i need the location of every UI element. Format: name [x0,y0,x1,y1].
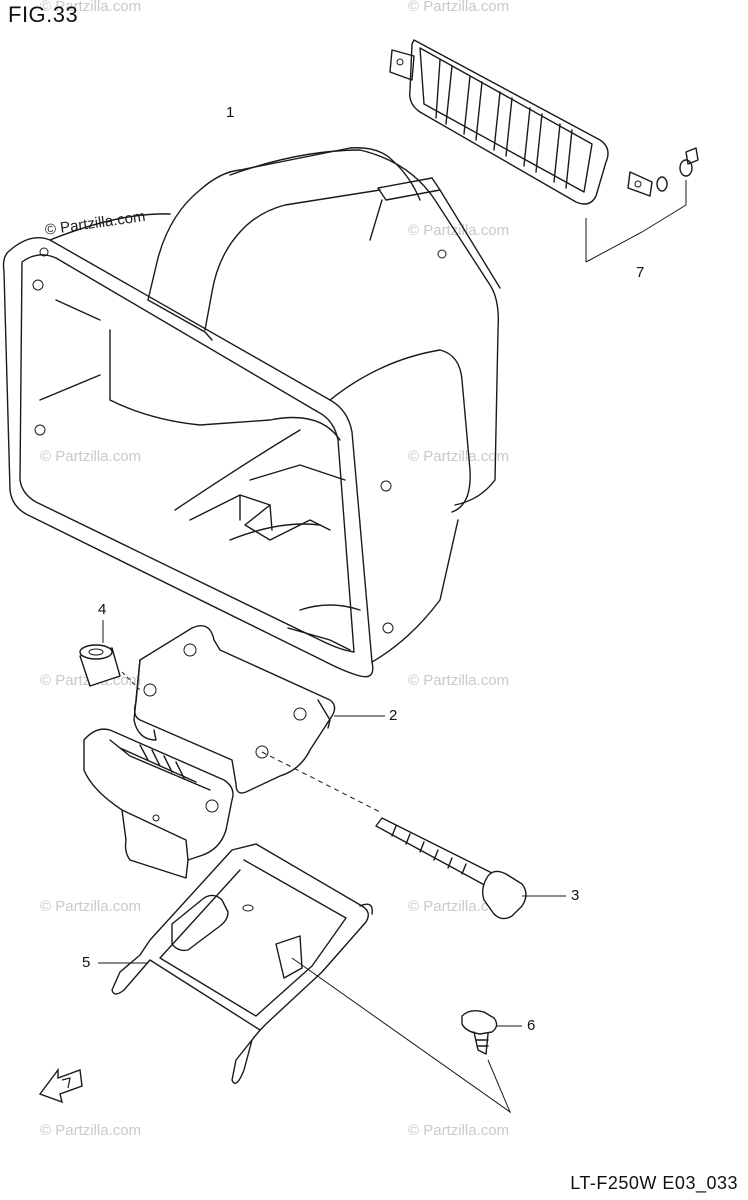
watermark: © Partzilla.com [408,222,510,239]
watermark: © Partzilla.com [408,898,510,915]
watermark: © Partzilla.com [408,1122,510,1139]
hinge-bracket-part [133,625,385,794]
watermark: © Partzilla.com [40,0,142,15]
callout-2: 2 [389,707,398,724]
callout-3: 3 [571,887,580,904]
figure-label: FIG.33 [8,2,79,27]
callout-5: 5 [82,954,91,971]
bolt-part [375,817,566,920]
callout-1: 1 [226,104,235,121]
watermark: © Partzilla.com [40,448,142,465]
front-direction-arrow-icon [38,1067,83,1104]
watermark: © Partzilla.com [40,1122,142,1139]
latch-plate-part [98,843,373,1084]
reflector-part [389,39,699,263]
watermark: © Partzilla.com [40,898,142,915]
screw-part [461,1009,522,1055]
diagram-code: LT-F250W E03_033 [570,1173,738,1193]
latch-mechanism [83,728,234,879]
callout-7: 7 [636,264,645,281]
callout-6: 6 [527,1017,536,1034]
spacer-part [79,620,141,691]
watermark: © Partzilla.com [408,0,510,15]
watermark: © Partzilla.com [408,448,510,465]
box-part [2,147,501,678]
watermark: © Partzilla.com [408,672,510,689]
callout-4: 4 [98,601,107,618]
